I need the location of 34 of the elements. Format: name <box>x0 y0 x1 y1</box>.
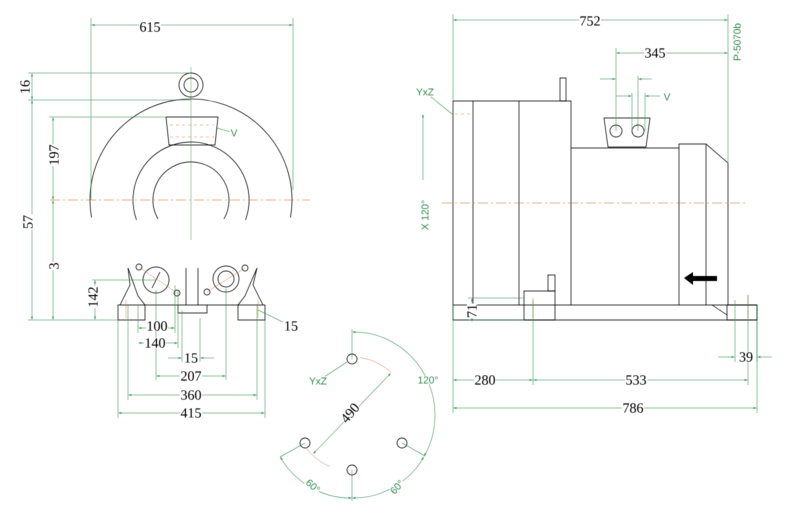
dimension-label: 100 <box>146 320 168 332</box>
leader-line <box>430 96 452 114</box>
dimension-label: 207 <box>180 370 202 382</box>
dimension-label: 415 <box>180 408 202 418</box>
dimension-label: 71 <box>466 304 478 318</box>
dimension-label: P-5070b <box>732 22 742 62</box>
dimension-label: 345 <box>644 48 666 58</box>
dimension-label: 140 <box>144 338 166 348</box>
dimension-label: V <box>663 93 671 101</box>
dimension-label: 120° <box>417 376 439 384</box>
leader-line <box>324 362 348 377</box>
leader-line <box>216 128 230 132</box>
dimension-label: 15 <box>184 352 198 364</box>
dimension-label: 197 <box>48 144 60 166</box>
leader-label: V <box>230 130 238 136</box>
dimension-label: 786 <box>622 402 644 414</box>
leader-label: YxZ <box>309 378 327 384</box>
dimension-label: 3 <box>48 262 60 270</box>
dimension-label: 60° <box>304 478 322 494</box>
dimension-label: 752 <box>579 16 601 26</box>
dimension-label: 280 <box>474 374 496 386</box>
dimension-label: 490 <box>338 401 362 425</box>
leader-label: YxZ <box>416 88 434 96</box>
dimension-label: 360 <box>180 390 202 400</box>
dimension-label: 533 <box>625 374 647 386</box>
dimension-label: 57 <box>22 214 34 230</box>
dimension-label: 142 <box>88 286 98 308</box>
dimension-label: 16 <box>20 80 30 94</box>
dimension-label: 60° <box>388 478 406 496</box>
leader-label: 15 <box>285 321 298 331</box>
dimension-label: 615 <box>139 22 161 32</box>
dimension-label: X 120° <box>420 199 430 231</box>
leader-line <box>258 310 284 322</box>
dimension-label: 39 <box>738 352 754 362</box>
